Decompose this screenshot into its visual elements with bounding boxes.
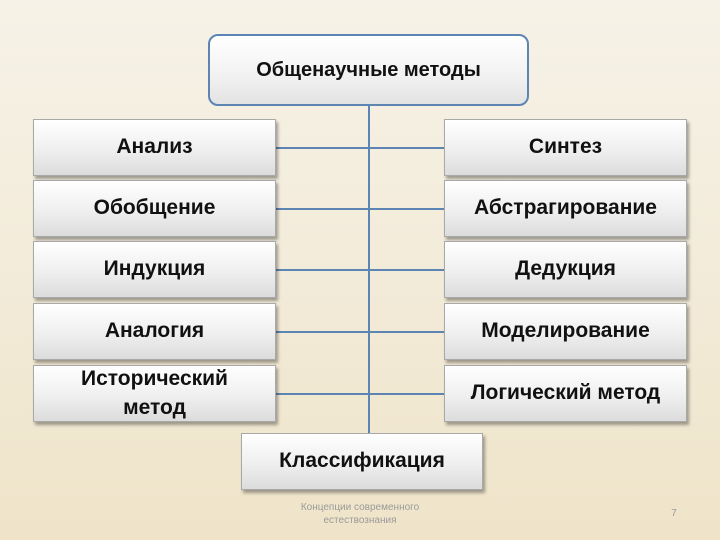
diagram-title: Общенаучные методы [208,34,529,106]
connector-left-4 [276,331,370,333]
connector-right-2 [368,208,444,210]
connector-left-5 [276,393,370,395]
connector-left-1 [276,147,370,149]
connector-right-4 [368,331,444,333]
method-box-induction: Индукция [33,241,276,298]
method-box-historical: Исторический метод [33,365,276,422]
method-box-analogy: Аналогия [33,303,276,360]
footer-caption: Концепции современного естествознания [300,502,420,526]
connector-right-1 [368,147,444,149]
method-box-synthesis: Синтез [444,119,687,176]
method-box-deduction: Дедукция [444,241,687,298]
page-number: 7 [671,508,677,519]
method-box-logical: Логический метод [444,365,687,422]
method-box-abstraction: Абстрагирование [444,180,687,237]
connector-left-2 [276,208,370,210]
connector-right-3 [368,269,444,271]
method-box-analysis: Анализ [33,119,276,176]
method-box-generalization: Обобщение [33,180,276,237]
method-box-classification: Классификация [241,433,483,490]
method-box-modeling: Моделирование [444,303,687,360]
connector-left-3 [276,269,370,271]
connector-right-5 [368,393,444,395]
